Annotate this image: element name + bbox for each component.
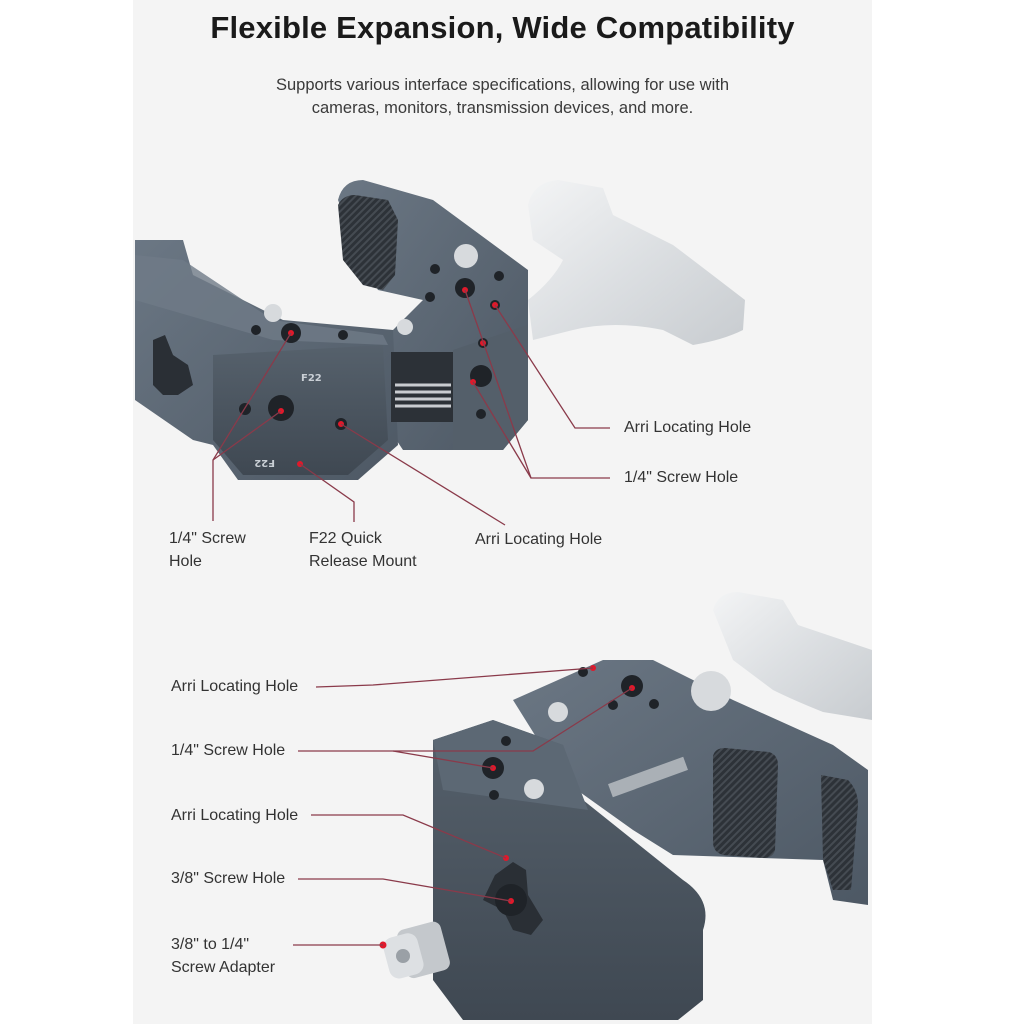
callout-line: Release Mount: [309, 553, 417, 570]
screw-adapter-icon: [383, 921, 450, 979]
pin-icon: [548, 702, 568, 722]
callout-quarter-screw-hole-left: 1/4" Screw Hole: [169, 527, 246, 573]
top-handle: [528, 180, 745, 345]
callout-arri-locating-hole-top: Arri Locating Hole: [171, 678, 299, 695]
callout-quarter-screw-hole-right: 1/4" Screw Hole: [624, 469, 739, 486]
top-clamp: F22 F22: [135, 180, 745, 526]
callout-screw-adapter: 3/8" to 1/4" Screw Adapter: [171, 933, 275, 979]
callout-line: Screw Adapter: [171, 959, 276, 976]
pin-icon: [397, 319, 413, 335]
page-title: Flexible Expansion, Wide Compatibility: [210, 10, 795, 45]
top-right-jaw-pad-icon: [338, 195, 398, 290]
subtitle-line-1: Supports various interface specification…: [275, 76, 730, 94]
callout-arri-locating-hole-bottom: Arri Locating Hole: [475, 531, 603, 548]
bottom-back-jaw-pad-icon: [713, 748, 778, 858]
leader-lines: [212, 289, 610, 526]
callout-line: F22 Quick: [309, 530, 382, 547]
pin-icon: [454, 244, 478, 268]
spring-icon: [395, 383, 451, 408]
bottom-handle: [713, 592, 872, 720]
pin-icon: [524, 779, 544, 799]
subtitle-line-2: cameras, monitors, transmission devices,…: [311, 99, 694, 117]
callout-arri-locating-hole-right: Arri Locating Hole: [624, 419, 752, 436]
page-subtitle: Supports various interface specification…: [133, 74, 872, 120]
leader-lines: [293, 667, 633, 946]
callout-line: Hole: [169, 553, 202, 570]
callout-line: 3/8" to 1/4": [171, 936, 250, 953]
bottom-back-jaw: [513, 660, 868, 905]
callout-f22-quick-release: F22 Quick Release Mount: [309, 527, 417, 573]
f22-engraving-bottom: F22: [254, 457, 275, 468]
bottom-clamp: [293, 592, 872, 1020]
callout-quarter-screw-hole: 1/4" Screw Hole: [171, 742, 286, 759]
callout-arri-locating-hole-side: Arri Locating Hole: [171, 807, 299, 824]
pin-icon: [264, 304, 282, 322]
feature-panel: Flexible Expansion, Wide Compatibility S…: [133, 0, 872, 1024]
bottom-back-jaw-pad-2-icon: [821, 775, 858, 890]
callout-line: 1/4" Screw: [169, 530, 246, 547]
pin-icon: [691, 671, 731, 711]
f22-engraving: F22: [301, 373, 322, 384]
rosette-icon: [153, 335, 193, 395]
product-illustration: F22 F22: [135, 180, 872, 1020]
callout-three-eighths-screw-hole: 3/8" Screw Hole: [171, 870, 286, 887]
threaded-rod: [608, 756, 688, 798]
